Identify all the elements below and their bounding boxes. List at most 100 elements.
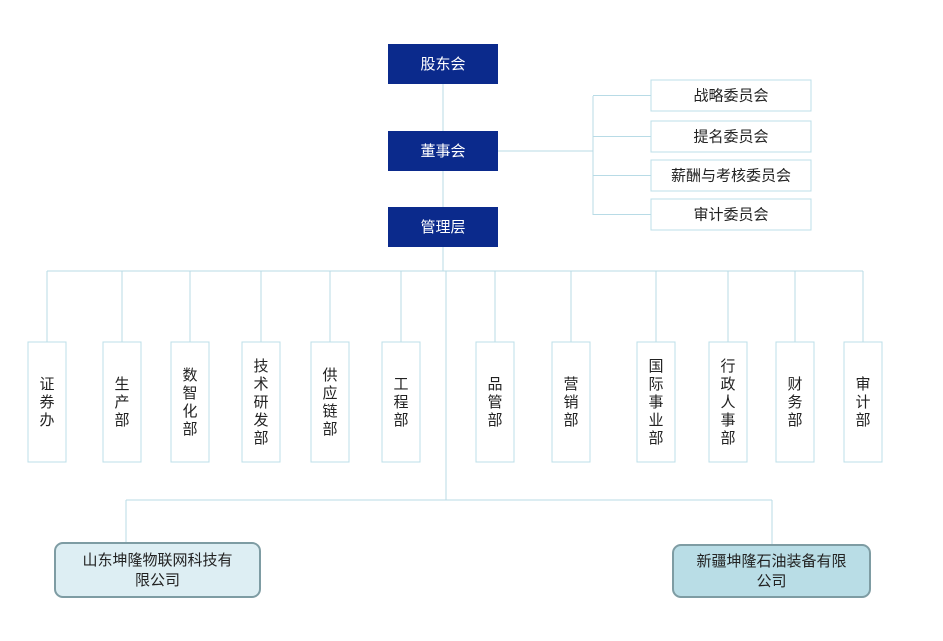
securities-box: 证券办 (27, 341, 67, 463)
audit-label: 审计部 (855, 375, 870, 429)
international-char: 国 (648, 357, 663, 375)
audit-committee-box: 审计委员会 (650, 198, 812, 231)
admin-hr-char: 行 (720, 357, 735, 375)
supply-chain-char: 部 (322, 420, 337, 438)
compensation-label: 薪酬与考核委员会 (671, 167, 791, 185)
quality-box: 品管部 (475, 341, 515, 463)
supply-chain-label: 供应链部 (322, 366, 337, 438)
shareholders-box: 股东会 (388, 44, 498, 84)
rnd-char: 技 (253, 357, 268, 375)
engineering-char: 程 (393, 393, 408, 411)
connector-lines (46, 84, 864, 545)
xinjiang-subsidiary-line: 新疆坤隆石油装备有限 (696, 552, 846, 570)
supply-chain-box: 供应链部 (310, 341, 350, 463)
engineering-box-bg (381, 341, 421, 463)
international-char: 际 (648, 375, 663, 393)
international-box: 国际事业部 (636, 341, 676, 463)
compensation-box-bg (650, 159, 812, 192)
admin-hr-box-bg (708, 341, 748, 463)
audit-char: 部 (855, 411, 870, 429)
finance-box: 财务部 (775, 341, 815, 463)
finance-char: 财 (787, 375, 802, 393)
engineering-char: 工 (393, 375, 408, 393)
quality-box-bg (475, 341, 515, 463)
international-box-bg (636, 341, 676, 463)
nomination-box: 提名委员会 (650, 120, 812, 153)
marketing-char: 部 (563, 411, 578, 429)
securities-char: 证 (39, 375, 54, 393)
audit-committee-label: 审计委员会 (693, 206, 768, 224)
securities-box-bg (27, 341, 67, 463)
marketing-box-bg (551, 341, 591, 463)
nomination-label: 提名委员会 (693, 128, 768, 146)
production-char: 产 (114, 393, 129, 411)
finance-char: 部 (787, 411, 802, 429)
international-char: 事 (648, 393, 663, 411)
audit-char: 审 (855, 375, 870, 393)
admin-hr-char: 事 (720, 411, 735, 429)
xinjiang-subsidiary-box-bg (672, 544, 871, 598)
admin-hr-char: 政 (720, 375, 735, 393)
marketing-label: 营销部 (563, 375, 578, 429)
production-char: 部 (114, 411, 129, 429)
digital-box-bg (170, 341, 210, 463)
supply-chain-char: 应 (322, 384, 337, 402)
supply-chain-char: 链 (322, 402, 337, 420)
digital-char: 化 (182, 402, 197, 420)
securities-char: 办 (39, 411, 54, 429)
strategy-box: 战略委员会 (650, 79, 812, 112)
rnd-box-bg (241, 341, 281, 463)
finance-label: 财务部 (787, 375, 802, 429)
securities-label: 证券办 (39, 375, 54, 429)
engineering-box: 工程部 (381, 341, 421, 463)
engineering-char: 部 (393, 411, 408, 429)
digital-char: 部 (182, 420, 197, 438)
board-box: 董事会 (388, 131, 498, 171)
admin-hr-char: 人 (720, 393, 735, 411)
digital-label: 数智化部 (182, 366, 197, 438)
strategy-box-bg (650, 79, 812, 112)
audit-box: 审计部 (843, 341, 883, 463)
strategy-label: 战略委员会 (693, 87, 768, 105)
nomination-box-bg (650, 120, 812, 153)
securities-char: 券 (39, 393, 54, 411)
finance-char: 务 (787, 393, 802, 411)
audit-committee-box-bg (650, 198, 812, 231)
management-box: 管理层 (388, 207, 498, 247)
international-label: 国际事业部 (648, 357, 663, 447)
international-char: 部 (648, 429, 663, 447)
board-box-bg (388, 131, 498, 171)
management-box-bg (388, 207, 498, 247)
quality-label: 品管部 (487, 375, 502, 429)
admin-hr-char: 部 (720, 429, 735, 447)
shandong-subsidiary-line: 山东坤隆物联网科技有 (82, 551, 232, 569)
engineering-label: 工程部 (393, 375, 408, 429)
admin-hr-box: 行政人事部 (708, 341, 748, 463)
marketing-box: 营销部 (551, 341, 591, 463)
quality-char: 管 (487, 393, 502, 411)
digital-char: 智 (182, 384, 197, 402)
production-label: 生产部 (114, 375, 129, 429)
shareholders-box-bg (388, 44, 498, 84)
rnd-box: 技术研发部 (241, 341, 281, 463)
shandong-subsidiary-box-bg (54, 542, 261, 598)
rnd-label: 技术研发部 (253, 357, 268, 447)
rnd-char: 发 (253, 411, 268, 429)
admin-hr-label: 行政人事部 (720, 357, 735, 447)
audit-box-bg (843, 341, 883, 463)
finance-box-bg (775, 341, 815, 463)
rnd-char: 研 (253, 393, 268, 411)
audit-char: 计 (855, 393, 870, 411)
shandong-subsidiary-line: 限公司 (135, 571, 180, 589)
marketing-char: 销 (563, 393, 578, 411)
shareholders-label: 股东会 (420, 55, 465, 73)
management-label: 管理层 (420, 218, 465, 236)
rnd-char: 术 (253, 375, 268, 393)
quality-char: 品 (487, 375, 502, 393)
compensation-box: 薪酬与考核委员会 (650, 159, 812, 192)
board-label: 董事会 (420, 142, 465, 160)
